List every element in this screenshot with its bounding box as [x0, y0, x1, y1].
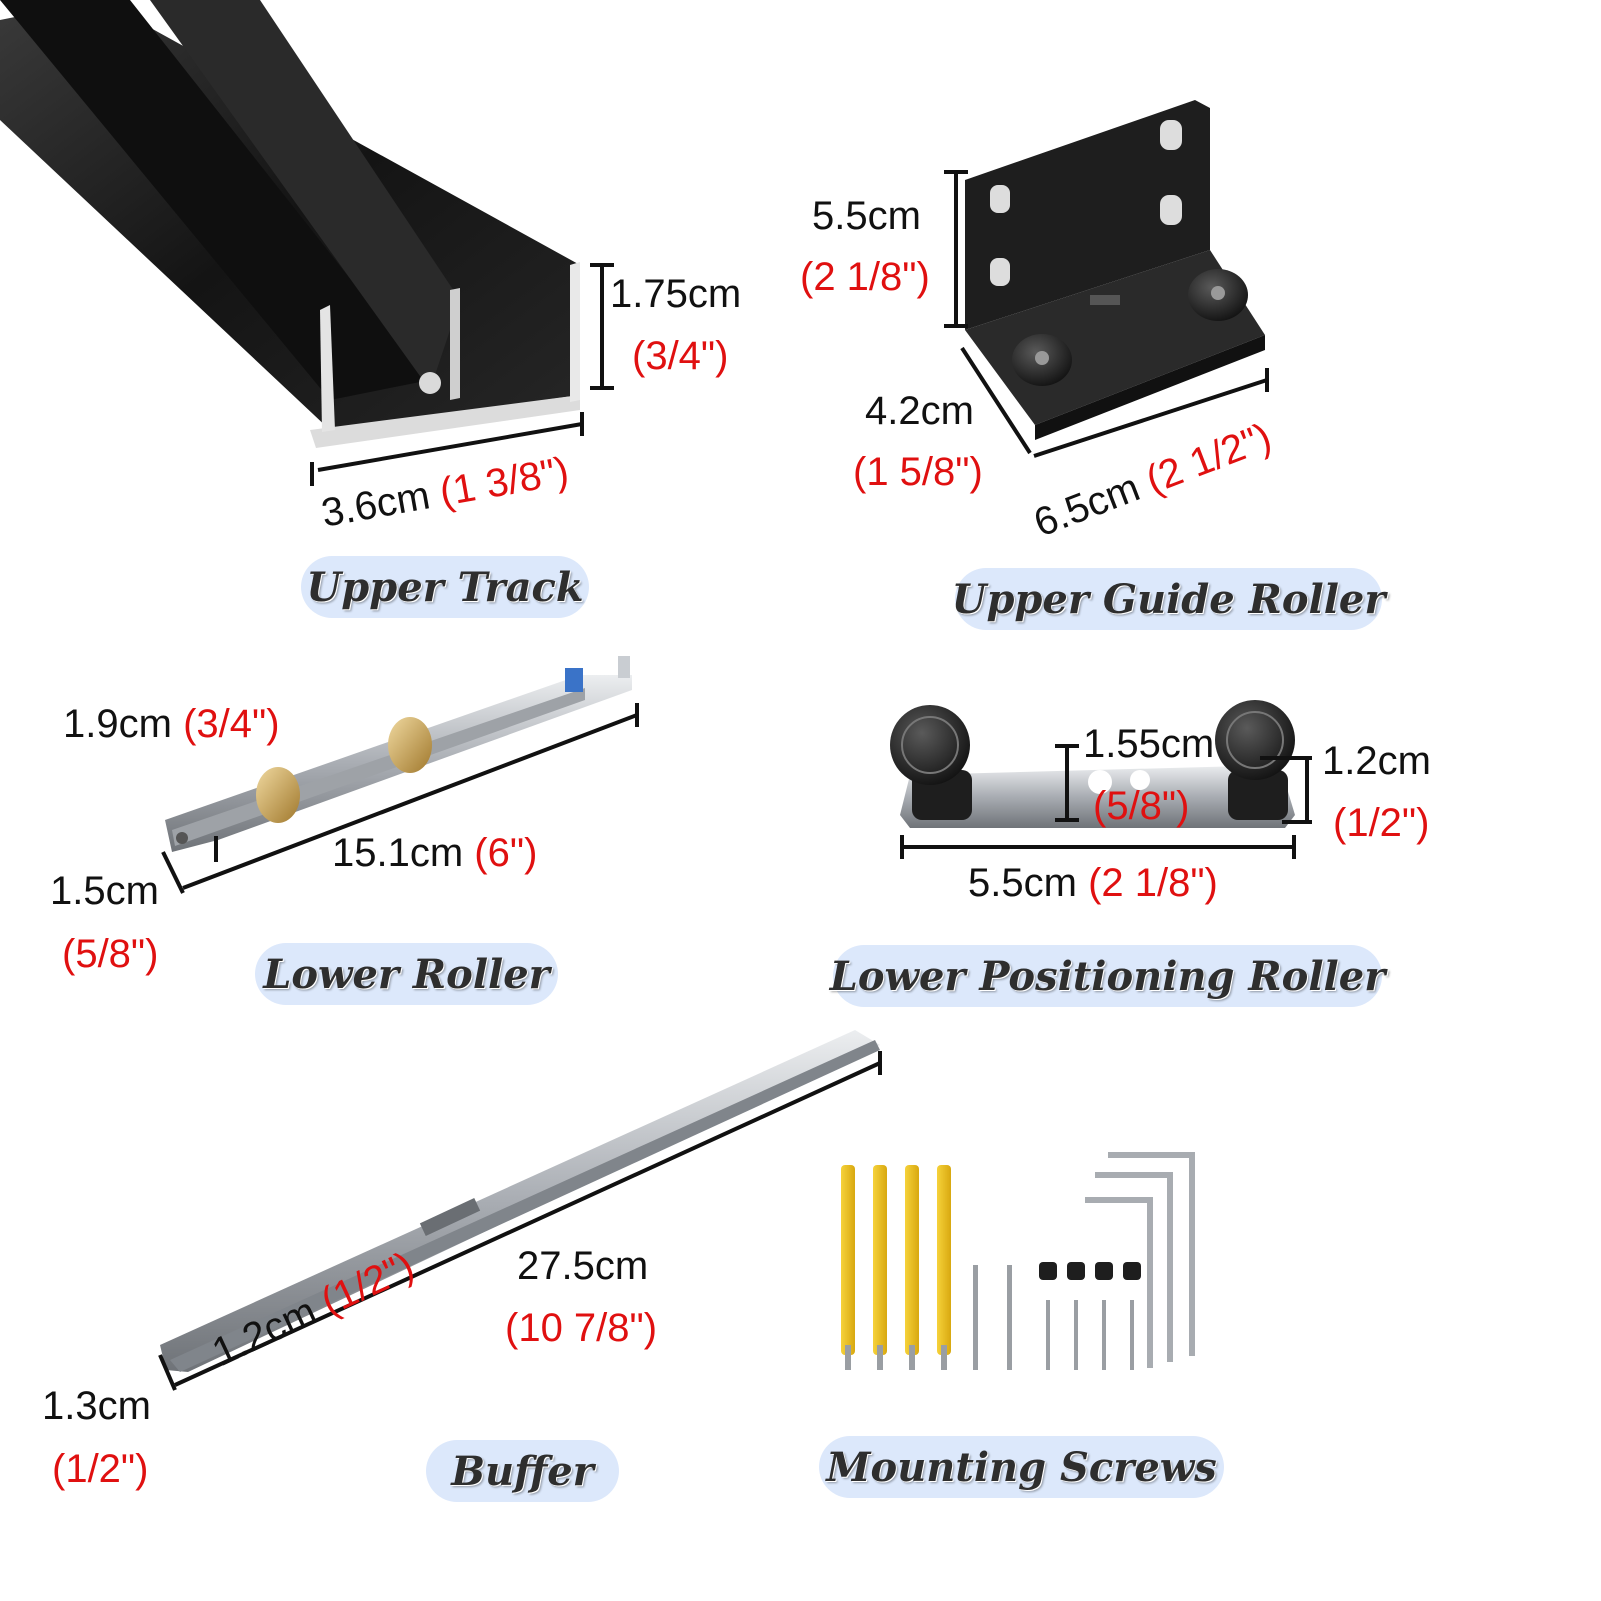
upper-guide-roller-depth-in: (1 5/8")	[853, 450, 983, 494]
upper-track-height-in: (3/4")	[632, 334, 729, 378]
upper-guide-roller-height-in: (2 1/8")	[800, 255, 930, 299]
buffer-label-text: Buffer	[451, 1447, 594, 1495]
lower-positioning-roller-length-label: 5.5cm (2 1/8")	[968, 863, 1218, 903]
buffer-image	[160, 1030, 880, 1372]
mounting-screws-label-text: Mounting Screws	[826, 1443, 1217, 1491]
buffer-width-cm: 1.3cm	[42, 1384, 151, 1428]
upper-guide-roller-depth-cm: 4.2cm	[865, 389, 974, 433]
lower-positioning-roller-length-cm: 5.5cm	[968, 861, 1077, 905]
upper-guide-roller-height-cm: 5.5cm	[812, 194, 921, 238]
upper-guide-roller-label: Upper Guide Roller	[952, 568, 1385, 630]
buffer-length-in: (10 7/8")	[505, 1306, 658, 1350]
dimension-lines	[158, 170, 1312, 1391]
lower-roller-height-cm: 1.9cm	[63, 702, 172, 746]
upper-track-height-cm: 1.75cm	[610, 272, 742, 316]
upper-track-label: Upper Track	[301, 556, 589, 618]
lower-roller-length-label: 15.1cm (6")	[332, 833, 537, 873]
lower-roller-label: Lower Roller	[255, 943, 558, 1005]
mounting-screws-image	[841, 1152, 1195, 1370]
buffer-length-cm: 27.5cm	[517, 1244, 649, 1288]
lower-roller-image	[165, 656, 632, 852]
buffer-label: Buffer	[426, 1440, 619, 1502]
lower-roller-length-cm: 15.1cm	[332, 831, 464, 875]
lower-positioning-roller-label: Lower Positioning Roller	[830, 945, 1385, 1007]
upper-guide-roller-label-text: Upper Guide Roller	[951, 575, 1386, 623]
upper-track-image	[0, 0, 580, 448]
lower-roller-width-cm: 1.5cm	[50, 869, 159, 913]
upper-track-label-text: Upper Track	[306, 563, 584, 611]
lower-positioning-roller-length-in: (2 1/8")	[1088, 861, 1218, 905]
upper-guide-roller-image	[965, 100, 1265, 440]
lower-positioning-roller-plate-in: (5/8")	[1093, 784, 1190, 828]
lower-roller-length-in: (6")	[474, 831, 538, 875]
lower-roller-height-label: 1.9cm (3/4")	[63, 704, 280, 744]
buffer-width-in: (1/2")	[52, 1447, 149, 1491]
lower-positioning-roller-plate-cm: 1.55cm	[1083, 722, 1215, 766]
lower-positioning-roller-label-text: Lower Positioning Roller	[829, 952, 1386, 1000]
mounting-screws-label: Mounting Screws	[819, 1436, 1224, 1498]
lower-roller-width-in: (5/8")	[62, 932, 159, 976]
lower-positioning-roller-height-in: (1/2")	[1333, 801, 1430, 845]
lower-roller-height-in: (3/4")	[183, 702, 280, 746]
lower-roller-label-text: Lower Roller	[263, 950, 550, 998]
lower-positioning-roller-height-cm: 1.2cm	[1322, 739, 1431, 783]
